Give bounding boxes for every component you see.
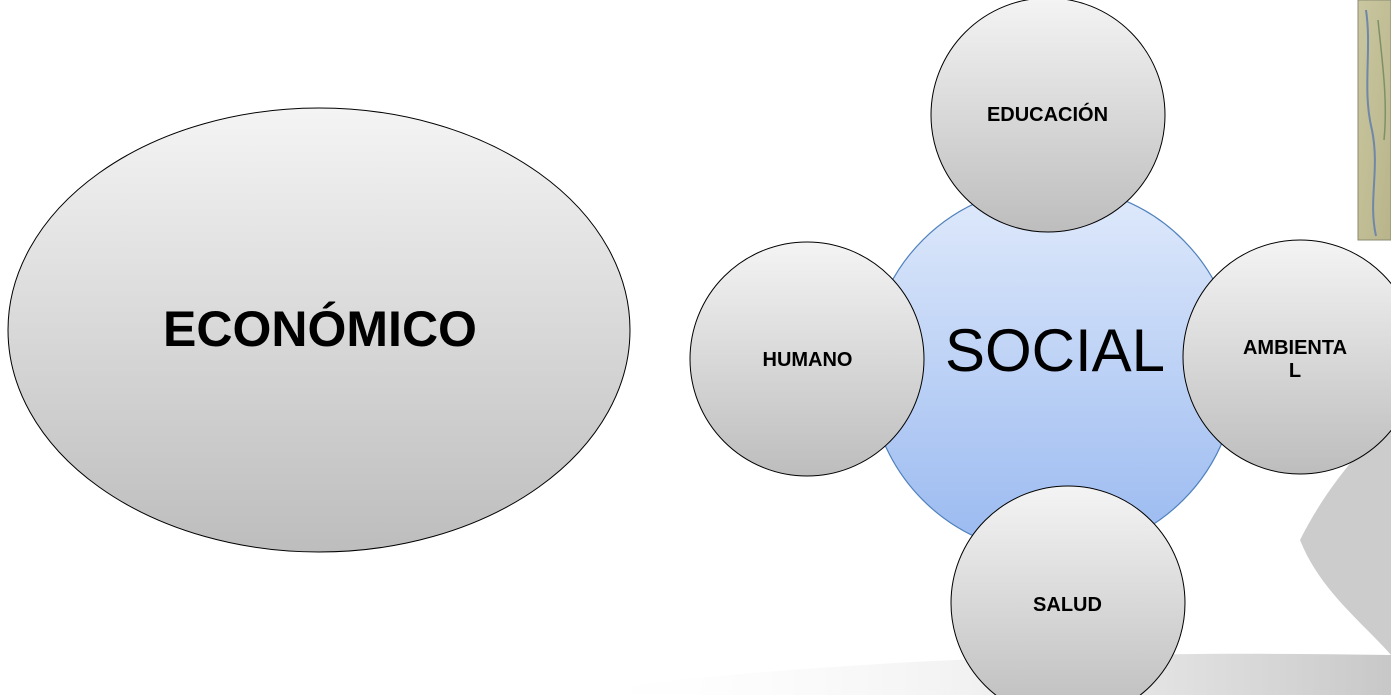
salud-node — [950, 485, 1186, 695]
ambiental-node — [1182, 239, 1391, 475]
educacion-node — [930, 0, 1166, 233]
humano-node — [689, 241, 925, 477]
background-swoosh-right — [1300, 420, 1391, 655]
map-thumbnail — [1357, 0, 1391, 241]
economico-node — [7, 107, 631, 553]
